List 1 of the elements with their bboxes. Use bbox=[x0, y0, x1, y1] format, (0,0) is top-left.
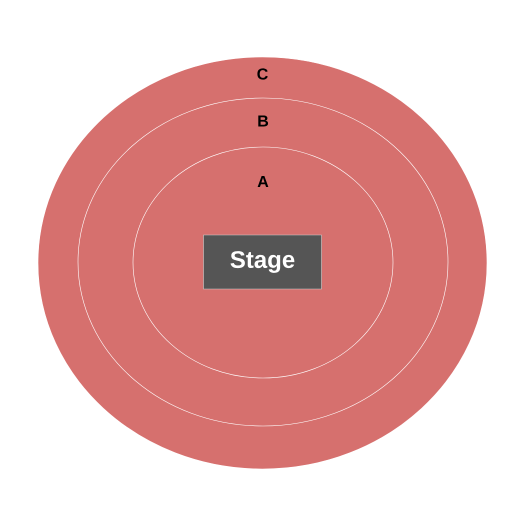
stage-box: Stage bbox=[203, 234, 322, 290]
